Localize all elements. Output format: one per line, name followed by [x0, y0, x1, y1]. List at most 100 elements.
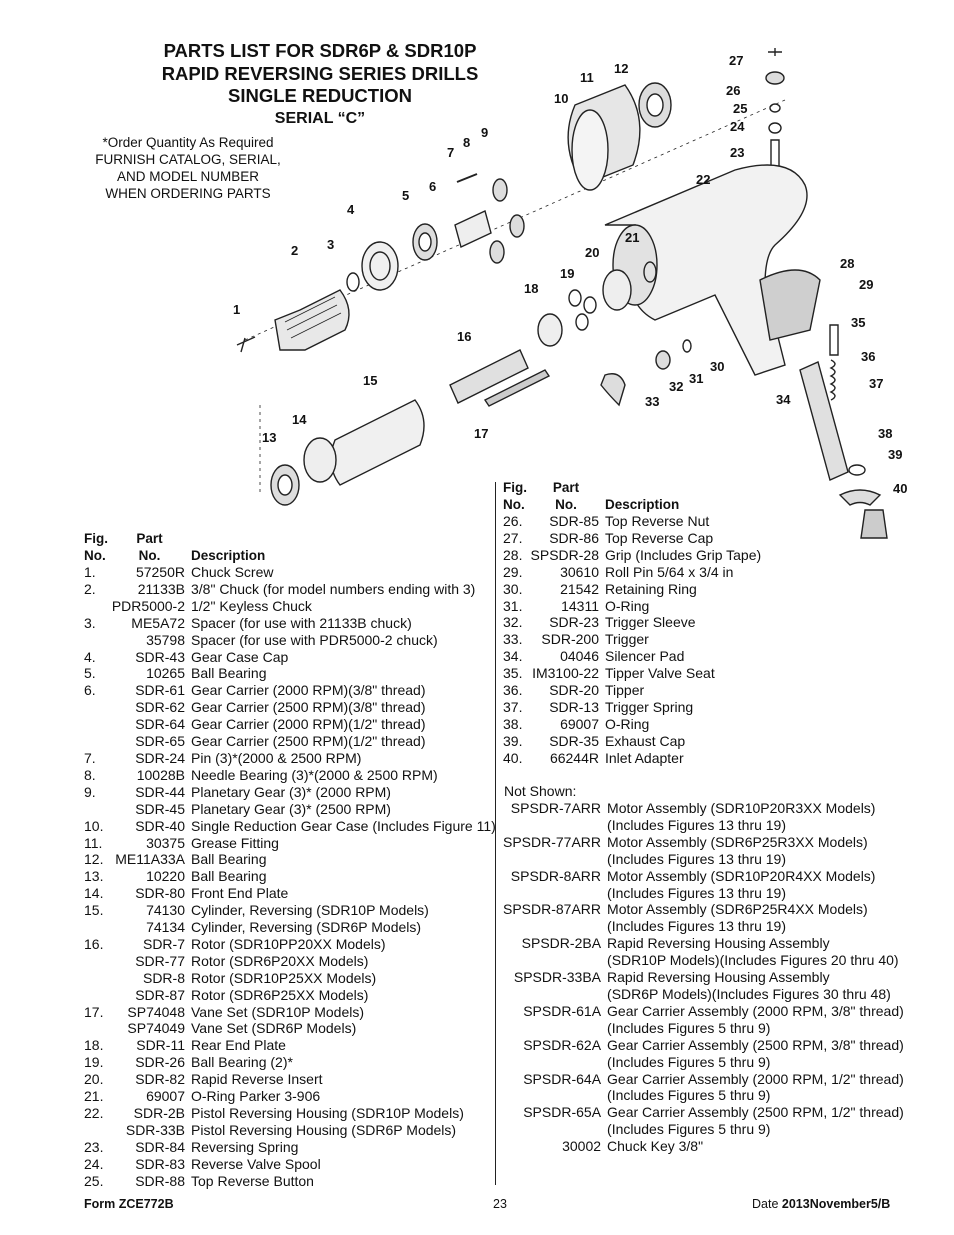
callout-4: 4: [347, 202, 355, 217]
part-number-cell: SDR-13: [549, 698, 599, 715]
description-cell: O-Ring Parker 3-906: [191, 1088, 321, 1105]
description-cell: (Includes Figures 5 thru 9): [607, 1053, 771, 1070]
description-cell: Needle Bearing (3)*(2000 & 2500 RPM): [191, 766, 438, 783]
part-number-cell: SDR-87: [135, 986, 185, 1003]
description-cell: Vane Set (SDR10P Models): [191, 1003, 365, 1020]
footer-date: Date 2013November5/B: [752, 1197, 890, 1211]
page-title: PARTS LIST FOR SDR6P & SDR10P RAPID REVE…: [110, 40, 530, 130]
part-number-cell: 74134: [146, 919, 185, 936]
description-cell: Gear Carrier Assembly (2500 RPM, 3/8" th…: [607, 1036, 904, 1053]
order-note-line-2: FURNISH CATALOG, SERIAL,: [95, 152, 281, 167]
part-number-cell: SDR-85: [549, 513, 599, 529]
title-line-2: RAPID REVERSING SERIES DRILLS: [161, 62, 479, 84]
description-cell: Ball Bearing: [191, 665, 267, 682]
footer-page-number: 23: [493, 1197, 507, 1211]
callout-31: 31: [689, 371, 704, 386]
part-number-cell: SPSDR-62A: [523, 1036, 602, 1053]
description-cell: (Includes Figures 13 thru 19): [607, 884, 787, 901]
part-number-cell: SDR-7: [142, 935, 185, 952]
part-number-cell: 69007: [560, 715, 599, 732]
fig-cell: [84, 632, 108, 649]
callout-20: 20: [585, 245, 600, 260]
table-row: (SDR10P Models)(Includes Figures 20 thru…: [503, 952, 904, 969]
fig-cell: 19.: [84, 1054, 104, 1071]
callout-12: 12: [614, 61, 629, 76]
description-cell: Cylinder, Reversing (SDR6P Models): [191, 919, 422, 936]
description-cell: Tipper: [605, 682, 645, 699]
fig-cell: 23.: [84, 1138, 104, 1155]
part-number-cell: SDR-86: [549, 529, 599, 546]
part-number-cell: SDR-82: [135, 1071, 185, 1088]
table-row: (Includes Figures 5 thru 9): [503, 1121, 904, 1138]
fig-cell: 6.: [84, 682, 96, 699]
callout-6: 6: [429, 179, 437, 194]
part-number-cell: ME5A72: [131, 614, 185, 631]
description-cell: Ball Bearing: [191, 851, 267, 868]
table-row: (Includes Figures 5 thru 9): [503, 1087, 904, 1104]
fig-cell: 7.: [84, 749, 96, 766]
order-note-line-1: *Order Quantity As Required: [102, 135, 274, 150]
fig-cell: 2.: [84, 580, 96, 597]
callout-19: 19: [560, 266, 575, 281]
fig-cell: [84, 1020, 108, 1037]
callout-9: 9: [481, 125, 489, 140]
order-note-line-4: WHEN ORDERING PARTS: [105, 186, 271, 201]
table-row: (Includes Figures 13 thru 19): [503, 918, 904, 935]
description-cell: O-Ring: [605, 597, 650, 614]
part-number-cell: SDR-200: [541, 631, 599, 648]
callout-14: 14: [292, 412, 307, 427]
part-number-cell: SPSDR-28: [530, 546, 599, 563]
callout-32: 32: [669, 379, 684, 394]
callout-22: 22: [696, 172, 711, 187]
part-number-cell: SDR-88: [135, 1172, 185, 1189]
fig-cell: 38.: [503, 715, 523, 732]
part-number-cell: SPSDR-64A: [523, 1070, 602, 1087]
description-cell: Silencer Pad: [605, 648, 685, 665]
description-cell: Rotor (SDR10P25XX Models): [191, 969, 377, 986]
description-cell: Rear End Plate: [191, 1037, 286, 1054]
part-number-cell: SDR-20: [549, 682, 599, 699]
fig-cell: 33.: [503, 631, 523, 648]
callout-7: 7: [447, 145, 455, 160]
fig-cell: 4.: [84, 648, 96, 665]
fig-cell: 18.: [84, 1037, 104, 1054]
fig-cell: 11.: [84, 834, 103, 851]
part-number-cell: 30610: [560, 563, 599, 580]
fig-cell: 28.: [503, 546, 523, 563]
description-cell: Chuck Screw: [191, 564, 274, 580]
part-number-cell: SPSDR-7ARR: [510, 800, 602, 816]
part-number-cell: SPSDR-65A: [523, 1104, 602, 1121]
title-line-1: PARTS LIST FOR SDR6P & SDR10P: [163, 40, 477, 61]
description-cell: Inlet Adapter: [605, 749, 684, 766]
description-cell: (Includes Figures 13 thru 19): [607, 918, 787, 935]
fig-cell: 29.: [503, 563, 523, 580]
part-number-cell: SPSDR-8ARR: [510, 867, 602, 884]
order-note-line-3: AND MODEL NUMBER: [116, 169, 259, 184]
description-cell: Exhaust Cap: [605, 732, 686, 749]
table-row: (Includes Figures 5 thru 9): [503, 1054, 904, 1071]
description-cell: Front End Plate: [191, 885, 289, 902]
callout-3: 3: [327, 237, 335, 252]
description-cell: Cylinder, Reversing (SDR10P Models): [191, 902, 429, 919]
part-number-cell: 10220: [146, 868, 185, 885]
description-cell: Trigger Spring: [605, 698, 694, 715]
part-number-cell: SDR-43: [135, 648, 185, 665]
table-row: (Includes Figures 13 thru 19): [503, 851, 904, 868]
description-cell: Spacer (for use with PDR5000-2 chuck): [191, 631, 438, 648]
